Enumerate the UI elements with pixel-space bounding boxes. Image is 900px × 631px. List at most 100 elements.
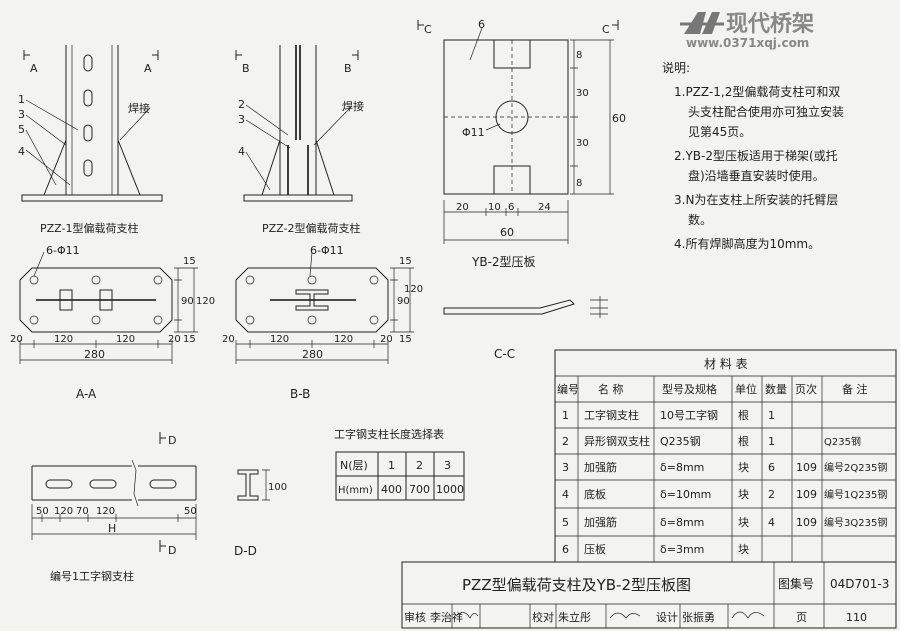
note-line-5: 盘)沿墙垂直安装时使用。 (688, 168, 825, 183)
materials-cell-no: 3 (562, 461, 569, 474)
dim-90: 90 (181, 296, 194, 307)
materials-cell-name: 加强筋 (584, 515, 617, 529)
dim-lines-right (174, 267, 198, 333)
materials-cell-name: 底板 (584, 487, 606, 501)
logo-url: www.0371xqj.com (686, 36, 809, 50)
length-table-n-1: 1 (388, 459, 395, 472)
dim-120-right: 120 (96, 506, 115, 517)
title-block: PZZ型偏载荷支柱及YB-2型压板图 图集号 04D701-3 审核 李治祥 校… (401, 561, 897, 629)
materials-cell-spec: δ=10mm (660, 488, 711, 501)
dim-lines (31, 504, 197, 540)
section-mark-b-left (235, 50, 242, 60)
weld-leader (119, 107, 151, 141)
materials-cell-remark: Q235钢 (824, 435, 861, 448)
section-label-b-left: B (242, 62, 250, 75)
dim-20-left: 20 (222, 334, 235, 345)
notes-title: 说明: (662, 60, 690, 75)
dim-15-bottom: 15 (399, 334, 412, 345)
caption-cc: C-C (494, 347, 515, 361)
materials-cell-spec: 10号工字钢 (660, 408, 718, 422)
materials-cell-qty: 2 (768, 488, 775, 501)
title-block-outline (401, 561, 897, 629)
caption-pzz2: PZZ-2型偏载荷支柱 (262, 221, 360, 235)
column-outline (65, 45, 119, 195)
section-mark-c-left (417, 20, 424, 30)
check-signature (609, 612, 641, 619)
materials-cell-spec: δ=8mm (660, 516, 704, 529)
length-table-n-label: N(层) (340, 459, 368, 472)
dim-120-right: 120 (116, 334, 135, 345)
column-section-2 (99, 289, 113, 311)
caption-aa: A-A (76, 387, 97, 401)
base-plate-outline (235, 267, 389, 333)
column-web (295, 45, 301, 140)
materials-cell-name: 加强筋 (584, 460, 617, 474)
design-name: 张振勇 (682, 610, 715, 624)
column-inner-lines (71, 45, 113, 195)
materials-table-grid (555, 375, 896, 562)
base-plate-outline (19, 267, 173, 333)
callout-4: 4 (238, 145, 245, 158)
column-section (295, 289, 329, 311)
materials-cell-unit: 根 (738, 434, 749, 448)
section-mark-d-top (159, 432, 166, 444)
design-signature (731, 611, 765, 619)
holes-label: 6-Φ11 (46, 244, 80, 257)
column-slots (83, 54, 93, 177)
section-label-a-left: A (30, 62, 38, 75)
center-lines (444, 40, 568, 194)
dim-50-right: 50 (184, 506, 197, 517)
materials-cell-spec: δ=8mm (660, 461, 704, 474)
dim-h: H (108, 522, 116, 535)
section-label-c-right: C (602, 23, 610, 36)
dim-280: 280 (302, 348, 323, 361)
dim-120-left: 120 (270, 334, 289, 345)
materials-header-no: 编号 (557, 382, 579, 396)
view-cc: C-C (443, 296, 608, 361)
column-outline (279, 45, 317, 195)
dim-50-left: 50 (36, 506, 49, 517)
dim-20-left: 20 (10, 334, 23, 345)
dim-lines-bottom (443, 200, 569, 244)
materials-cell-spec: δ=3mm (660, 543, 704, 556)
dim-120: 120 (196, 296, 215, 307)
logo-mark-icon (680, 12, 724, 34)
materials-cell-unit: 块 (738, 461, 749, 474)
materials-cell-unit: 块 (738, 516, 749, 529)
bolt-holes (29, 275, 163, 325)
materials-cell-name: 压板 (584, 542, 606, 556)
length-table-h-3: 1000 (436, 483, 464, 496)
dim-10: 10 (488, 202, 501, 213)
hole-leader (485, 123, 501, 131)
dim-15-bottom: 15 (183, 334, 196, 345)
view-dd: 100 D-D (234, 469, 287, 558)
materials-cell-qty: 4 (768, 516, 775, 529)
gussets (43, 139, 141, 196)
holes-leader (309, 251, 313, 277)
dim-280: 280 (84, 348, 105, 361)
section-mark-a-left (23, 50, 30, 60)
notes: 说明: 1.PZZ-1,2型偏载荷支柱可和双 头支柱配合使用亦可独立安装 见第4… (662, 60, 844, 251)
section-label-d-top: D (168, 434, 176, 447)
materials-cell-qty: 1 (768, 435, 775, 448)
callout-1: 1 (18, 93, 25, 106)
callout-leaders (25, 99, 79, 186)
section-label-c-left: C (424, 23, 432, 36)
page-number: 110 (846, 611, 867, 624)
materials-cell-remark: 编号1Q235钢 (824, 488, 887, 501)
holes-label: 6-Φ11 (310, 244, 344, 257)
part-6-label: 6 (478, 18, 485, 31)
title-block-grid (402, 562, 896, 628)
column-section-1 (59, 289, 73, 311)
materials-header-unit: 单位 (735, 382, 757, 396)
weld-lines (287, 145, 309, 195)
materials-cell-qty: 6 (768, 461, 775, 474)
break-line (131, 459, 139, 507)
bolt-holes (245, 275, 379, 325)
dim-6: 6 (508, 202, 514, 213)
logo: 现代桥架 www.0371xqj.com (676, 4, 898, 52)
length-table-n-2: 2 (416, 459, 423, 472)
part-leader (469, 27, 483, 61)
length-table-h-1: 400 (381, 483, 402, 496)
